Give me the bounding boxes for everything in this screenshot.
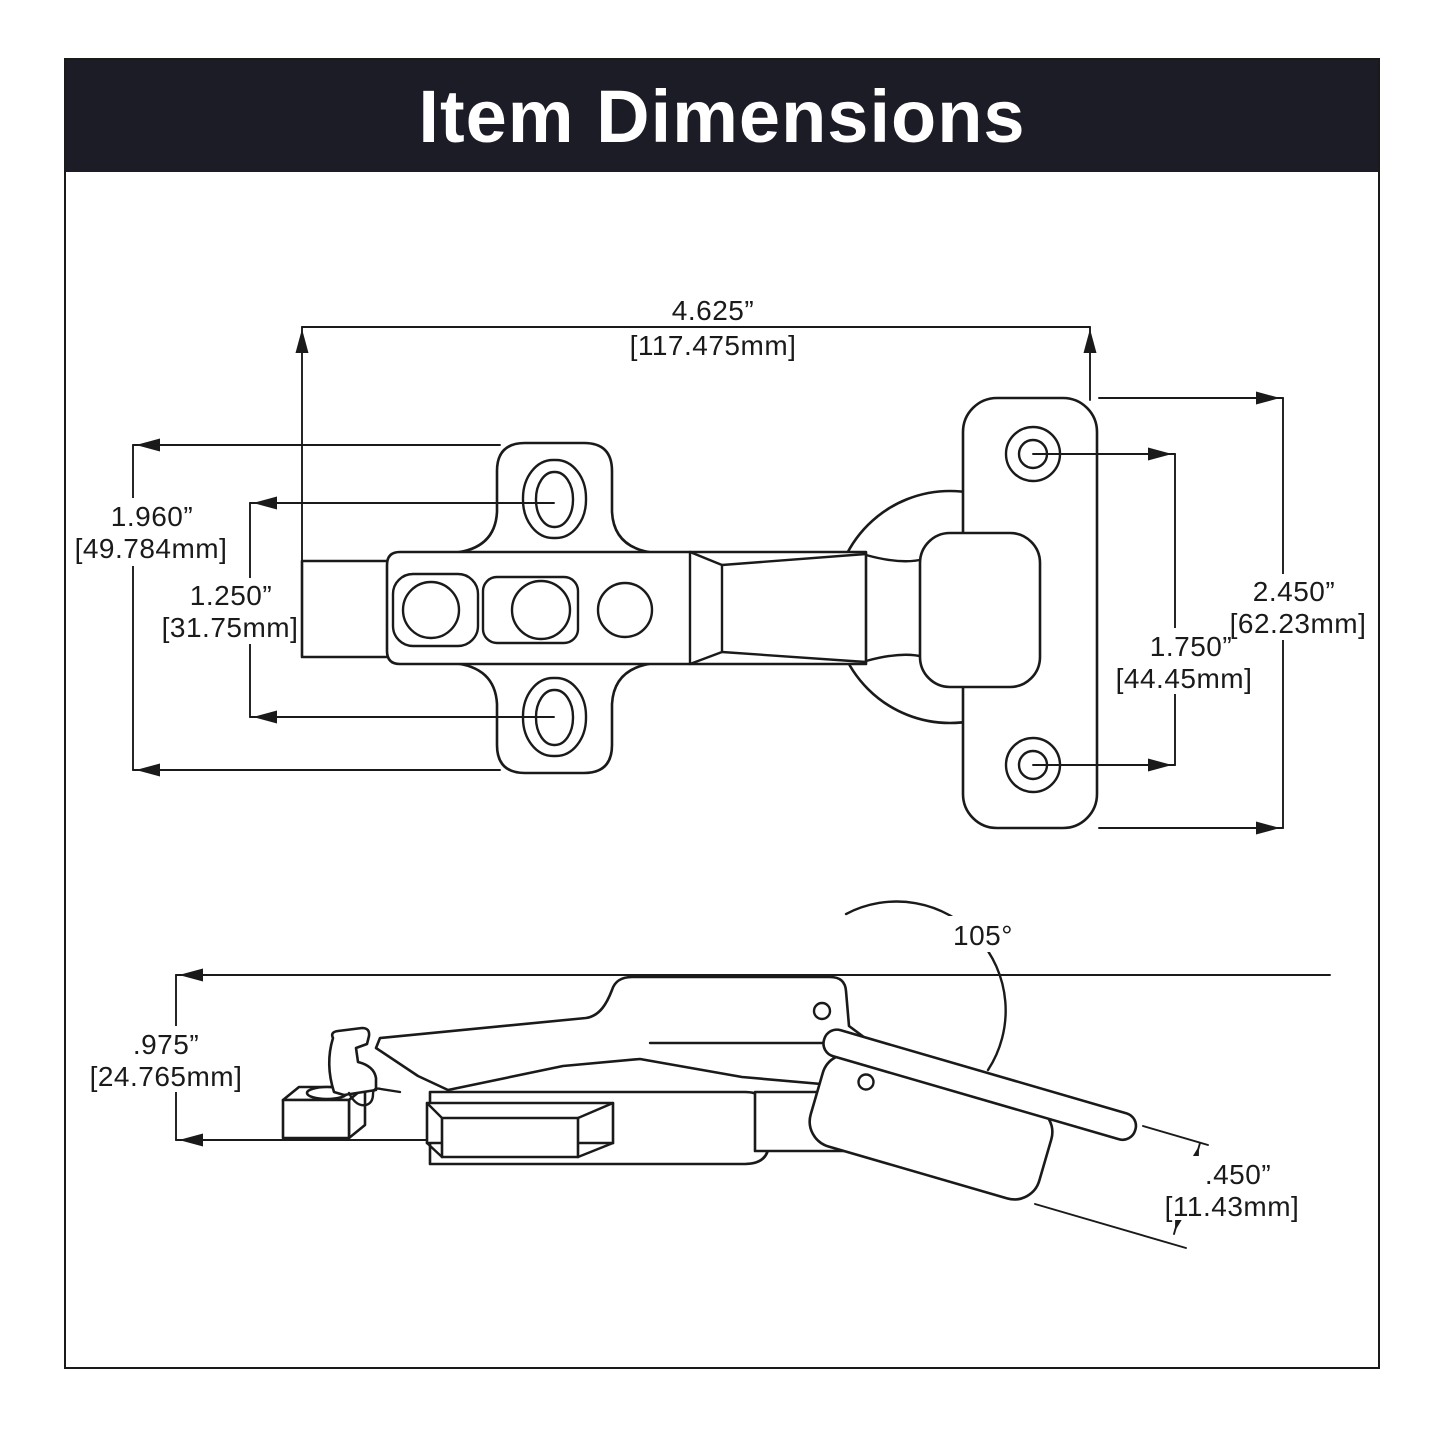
plate-bottom-tab (451, 661, 658, 775)
flange-height-mm-label: [62.23mm] (1230, 608, 1367, 639)
label-mask (84, 1026, 248, 1092)
label-mask (160, 578, 300, 644)
plate-boss (425, 1101, 615, 1159)
hole-spacing-mm-label: [44.45mm] (1116, 663, 1253, 694)
label-mask (1218, 574, 1378, 640)
content-frame: Item Dimensions (64, 58, 1380, 1369)
arm-adjustment-holes (391, 572, 654, 648)
cup-opening (918, 531, 1042, 689)
side-door-flange (822, 1028, 1138, 1142)
plate-left-wing (300, 559, 390, 659)
overall-width-inches-label: 4.625” (672, 295, 754, 326)
plate-height-inches-label: 1.960” (111, 501, 193, 532)
clip-foot-curve (347, 1087, 402, 1107)
opening-angle-label: 105° (953, 920, 1013, 951)
top-view-drawing (300, 396, 1099, 830)
release-clip (327, 1026, 378, 1097)
label-mask (76, 498, 226, 566)
flange-height-inches-label: 2.450” (1253, 576, 1335, 607)
hole-spacing-inches-label: 1.750” (1150, 631, 1232, 662)
pivot-pin (812, 1001, 832, 1021)
plate-height-mm-label: [49.784mm] (75, 533, 228, 564)
slot-spacing-inches-label: 1.250” (190, 580, 272, 611)
overall-width-mm-label: [117.475mm] (630, 330, 797, 361)
cup-depth-inches-label: .450” (1205, 1159, 1271, 1190)
closed-height-inches-label: .975” (133, 1029, 199, 1060)
hinge-arm-bar (385, 550, 868, 666)
title-bar: Item Dimensions (66, 60, 1378, 172)
page-title: Item Dimensions (418, 74, 1026, 158)
dim-overall-width (295, 326, 1097, 562)
cup-depth-mm-label: [11.43mm] (1165, 1191, 1300, 1222)
dim-hole-spacing (1032, 447, 1176, 772)
label-mask (1162, 1156, 1312, 1220)
side-hinge-arm (374, 975, 900, 1092)
slot-spacing-mm-label: [31.75mm] (162, 612, 299, 643)
label-mask (622, 330, 804, 364)
closed-height-mm-label: [24.765mm] (90, 1061, 243, 1092)
cup-screw-hole (857, 1073, 875, 1091)
side-view-drawing (175, 900, 1331, 1201)
plate-top-tab (451, 441, 658, 555)
label-mask (946, 916, 1020, 952)
dimension-annotations: 4.625” [117.475mm] 1.960” [49.784mm] 1.2… (75, 295, 1378, 1249)
